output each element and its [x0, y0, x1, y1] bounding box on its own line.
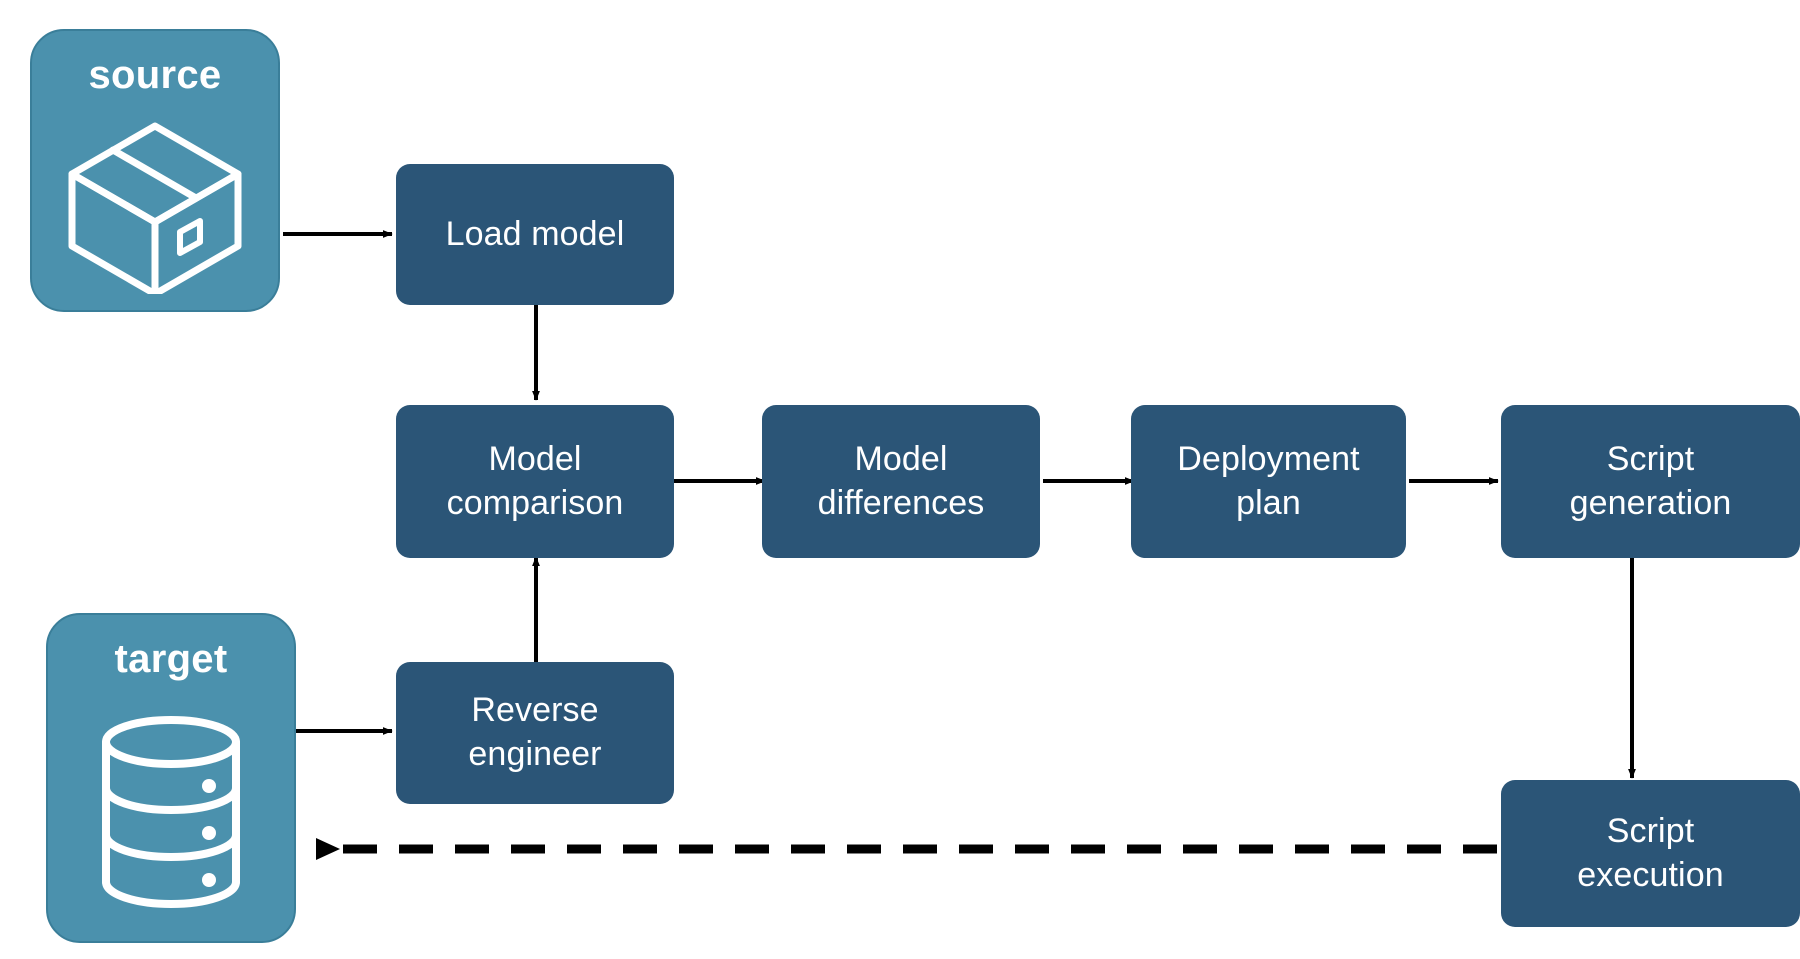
- process-load-model-label: Load model: [445, 214, 625, 253]
- process-script-generation-label: Script generation: [1569, 439, 1732, 522]
- endpoint-target[interactable]: target: [46, 613, 296, 943]
- process-load-model[interactable]: Load model: [396, 164, 674, 305]
- process-deployment-plan[interactable]: Deployment plan: [1131, 405, 1406, 558]
- package-box-icon: [32, 98, 278, 310]
- endpoint-source[interactable]: source: [30, 29, 280, 312]
- process-script-generation[interactable]: Script generation: [1501, 405, 1800, 558]
- process-deployment-plan-label: Deployment plan: [1177, 439, 1360, 522]
- process-model-differences-label: Model differences: [817, 439, 985, 522]
- process-reverse-engineer[interactable]: Reverse engineer: [396, 662, 674, 804]
- process-reverse-engineer-label: Reverse engineer: [468, 691, 602, 773]
- process-model-comparison-label: Model comparison: [446, 439, 624, 522]
- endpoint-target-label: target: [114, 637, 228, 681]
- database-cylinder-icon: [48, 682, 294, 941]
- process-model-differences[interactable]: Model differences: [762, 405, 1040, 558]
- endpoint-source-label: source: [88, 53, 222, 97]
- process-model-comparison[interactable]: Model comparison: [396, 405, 674, 558]
- process-script-execution-label: Script execution: [1577, 811, 1724, 894]
- process-script-execution[interactable]: Script execution: [1501, 780, 1800, 927]
